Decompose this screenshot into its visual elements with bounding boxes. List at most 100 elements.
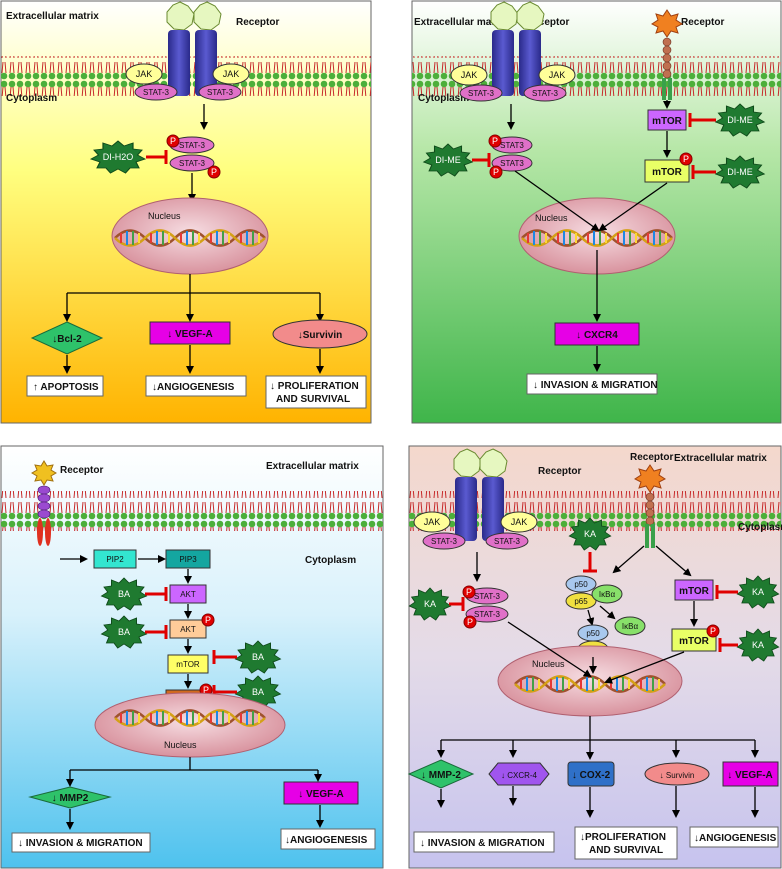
panel-d-mtor [674, 579, 714, 601]
panel-a-outcome-proliferation [265, 375, 367, 409]
panel-b-jak-left-label: JAK [461, 70, 478, 80]
panel-d-ikba-released [614, 616, 646, 636]
panel-c-inhibitor-1-label: BA [118, 589, 130, 599]
panel-a-receptor-label: Receptor [236, 17, 279, 28]
panel-d-stat3-p2-label: STAT-3 [474, 610, 500, 619]
panel-a-nucleus [111, 197, 269, 275]
panel-c-vegfa-label: ↓ VEGF-A [298, 789, 344, 800]
panel-d-stat3-right [485, 532, 529, 550]
panel-c-outcome-invasion-label: ↓ INVASION & MIGRATION [18, 838, 143, 849]
panel-a-outcome-angiogenesis-label: ↓ANGIOGENESIS [152, 382, 235, 393]
panel-b-phospho-3-label: P [683, 154, 689, 164]
panel-a-phospho-2-label: P [211, 167, 217, 177]
panel-d-p65-label: p65 [574, 597, 588, 606]
panel-d-cox2-label: ↓ COX-2 [572, 770, 611, 781]
panel-d-stat3-left-label: STAT-3 [431, 537, 457, 546]
panel-c-receptor [31, 460, 57, 546]
panel-c-phospho-2-label: P [203, 685, 209, 695]
panel-d-cytoplasm-label: Cytoplasm [738, 522, 782, 533]
panel-b-stat3-left-label: STAT-3 [468, 89, 494, 98]
panel-d-phospho-1-label: P [466, 587, 472, 597]
panel-a-outcome-apoptosis-label: ↑ APOPTOSIS [33, 382, 99, 393]
panel-a-outcome-proliferation-label: ↓ PROLIFERATION [270, 381, 359, 392]
panel-a: Extracellular matrix Receptor Cytoplasm … [0, 0, 372, 424]
panel-c-pip3-label: PIP3 [179, 555, 197, 564]
panel-a-phospho-1 [166, 134, 180, 148]
panel-b-mtor-p [644, 159, 690, 183]
panel-c-phospho-1-label: P [205, 615, 211, 625]
panel-c-inhibitor-3-label: BA [252, 652, 264, 662]
panel-b-receptor2-label: Receptor [681, 17, 724, 28]
panel-c-pip2 [93, 549, 137, 569]
panel-d-outcome-angiogenesis-label: ↓ANGIOGENESIS [694, 833, 777, 844]
panel-d-outcome-invasion-label: ↓ INVASION & MIGRATION [420, 838, 545, 849]
panel-b-outcome-label: ↓ INVASION & MIGRATION [533, 380, 658, 391]
panel-a-outcome-survival-label: AND SURVIVAL [276, 394, 350, 405]
panel-d-stat3-right-label: STAT-3 [494, 537, 520, 546]
panel-d-mmp2-label: ↓ MMP-2 [421, 770, 461, 781]
panel-d-outcome-survival-label: AND SURVIVAL [589, 845, 663, 856]
panel-a-branch [66, 274, 321, 320]
panel-a-outcome-apoptosis [26, 375, 104, 397]
panel-d-extracellular-label: Extracellular matrix [674, 453, 767, 464]
panel-a-stat3-right [198, 83, 242, 101]
panel-a-extracellular-label: Extracellular matrix [6, 11, 99, 22]
panel-b-stat3-p1-label: STAT3 [500, 141, 524, 150]
panel-d-inhibitor-mtor-label: KA [752, 587, 764, 597]
panel-d-phospho-3-label: P [710, 626, 716, 636]
panel-d-outcome-proliferation [574, 826, 678, 860]
panel-b-stat3-right [523, 84, 567, 102]
panel-d-ikba [591, 584, 623, 604]
panel-a-bcl2-label: ↓Bcl-2 [52, 334, 82, 345]
panel-a-bcl2 [30, 321, 104, 355]
panel-b-inhibitor-mtor-label: DI-ME [727, 115, 753, 125]
panel-d-cxcr4-label: ↓ CXCR-4 [501, 771, 538, 780]
panel-d-mmp2 [407, 759, 475, 789]
panel-c-mmp2-label: ↓ MMP2 [52, 793, 89, 804]
panel-d-ikba-released-label: IκBα [622, 622, 639, 631]
panel-a-jak-left-label: JAK [136, 69, 153, 79]
panel-d-outcome-proliferation-label: ↓PROLIFERATION [580, 832, 666, 843]
panel-a-stat3-p1-label: STAT-3 [179, 141, 205, 150]
panel-c-vegfa [283, 781, 359, 805]
panel-c-akt-p [169, 619, 207, 639]
panel-a-jak-right [212, 63, 250, 85]
panel-a-inhibition-bar [146, 150, 168, 164]
panel-b-outcome [526, 373, 658, 395]
panel-a-stat3-right-label: STAT-3 [207, 88, 233, 97]
panel-c-outcome-invasion [11, 832, 151, 853]
panel-c-pip2-label: PIP2 [106, 555, 124, 564]
panel-c-membrane [1, 491, 383, 531]
panel-c-cytoplasm-label: Cytoplasm [305, 555, 356, 566]
panel-c-mtor-label: mTOR [176, 660, 200, 669]
panel-c-inhibitor-4-label: BA [252, 687, 264, 697]
panel-c-pip3 [165, 549, 211, 569]
panel-d-ikba-label: IκBα [599, 590, 616, 599]
panel-c: Receptor Extracellular matrix Cytoplasm … [0, 445, 384, 869]
panel-d-nucleus [497, 645, 683, 717]
panel-d-mtor-p-label: mTOR [679, 636, 710, 647]
panel-d-vegfa [722, 761, 779, 787]
panel-d-inhibitor-mtorp-label: KA [752, 640, 764, 650]
panel-d-jak-right [500, 511, 538, 533]
panel-b: Extracellular matrix Receptor Receptor C… [411, 0, 782, 424]
panel-d-survivin [644, 762, 710, 786]
panel-d-stat3-p2 [465, 605, 509, 623]
panel-d-cxcr4 [488, 762, 550, 786]
panel-d-mtor-label: mTOR [679, 586, 710, 597]
panel-d-nucleus-label: Nucleus [532, 659, 565, 669]
panel-a-receptor [166, 1, 222, 96]
panel-d-p65 [565, 592, 597, 610]
panel-d-stat3-left [422, 532, 466, 550]
panel-d-p50-free-label: p50 [586, 629, 600, 638]
panel-b-inhibitor-mtorp-label: DI-ME [727, 167, 753, 177]
panel-b-cxcr4 [554, 322, 640, 346]
panel-d-cox2 [567, 761, 615, 787]
panel-d-mtor-p [671, 628, 717, 652]
panel-b-stat3-right-label: STAT-3 [532, 89, 558, 98]
panel-c-outcome-angiogenesis-label: ↓ANGIOGENESIS [285, 835, 368, 846]
panel-d-phospho-2-label: P [467, 617, 473, 627]
panel-a-jak-left [125, 63, 163, 85]
panel-d: Receptor Receptor Extracellular matrix C… [407, 445, 782, 869]
panel-a-survivin-label: ↓Survivin [298, 330, 342, 341]
